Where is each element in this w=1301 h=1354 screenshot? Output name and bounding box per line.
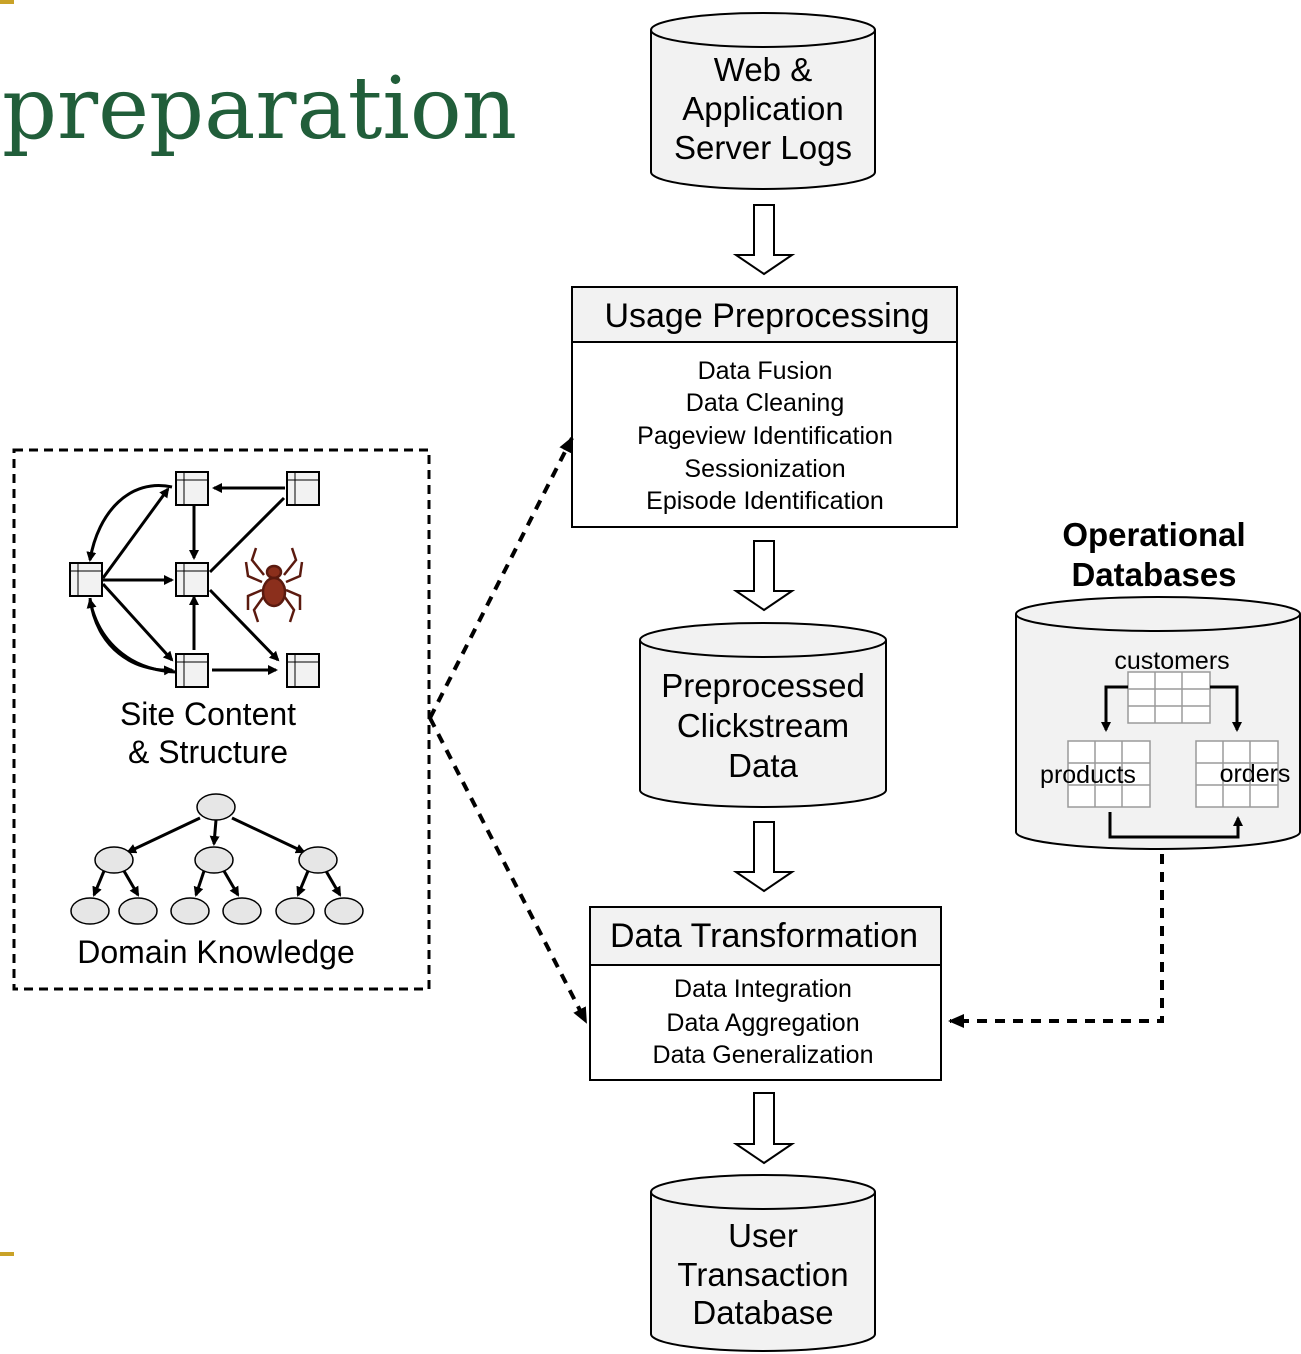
server-logs-line-2: Application bbox=[682, 90, 843, 127]
server-logs-cylinder: Web & Application Server Logs bbox=[650, 12, 876, 190]
slide-accent-top bbox=[0, 0, 14, 4]
customers-table-icon bbox=[1127, 671, 1211, 724]
clickstream-line-2: Clickstream bbox=[677, 707, 849, 744]
clickstream-line-1: Preprocessed bbox=[661, 667, 865, 704]
orders-table-icon bbox=[1195, 740, 1279, 808]
rel-customers-orders bbox=[1210, 685, 1242, 732]
data-transformation-title: Data Transformation bbox=[610, 917, 918, 955]
slide-accent-bottom bbox=[0, 1252, 14, 1256]
site-content-panel bbox=[12, 448, 431, 991]
site-structure-graph bbox=[69, 471, 320, 688]
site-to-transformation-connector bbox=[428, 717, 588, 1024]
flow-arrow-2 bbox=[732, 540, 796, 612]
table-label-products: products bbox=[1040, 761, 1136, 789]
usage-preprocessing-title: Usage Preprocessing bbox=[604, 297, 929, 335]
flow-arrow-1 bbox=[732, 204, 796, 276]
spider-icon bbox=[244, 547, 304, 623]
rel-customers-products bbox=[1101, 685, 1128, 732]
step-data-aggregation: Data Aggregation bbox=[666, 1009, 859, 1037]
step-episode-identification: Episode Identification bbox=[646, 487, 884, 515]
data-transformation-box: Data Transformation Data Integration Dat… bbox=[589, 906, 942, 1081]
step-pageview-identification: Pageview Identification bbox=[637, 422, 893, 450]
operational-to-transformation-connector bbox=[948, 854, 1164, 1028]
operational-title-line-1: Operational bbox=[1062, 516, 1245, 553]
step-data-cleaning: Data Cleaning bbox=[686, 389, 844, 417]
step-data-integration: Data Integration bbox=[674, 975, 852, 1003]
site-label-line-1: Site Content bbox=[120, 696, 296, 732]
server-logs-line-3: Server Logs bbox=[674, 129, 852, 166]
usage-preprocessing-box: Usage Preprocessing Data Fusion Data Cle… bbox=[571, 286, 958, 528]
slide-title: preparation bbox=[2, 59, 517, 159]
domain-knowledge-tree bbox=[70, 793, 364, 925]
step-sessionization: Sessionization bbox=[684, 455, 845, 483]
user-db-line-2: Transaction bbox=[677, 1256, 848, 1293]
rel-products-orders bbox=[1108, 812, 1243, 839]
clickstream-cylinder: Preprocessed Clickstream Data bbox=[639, 622, 887, 808]
flow-arrow-4 bbox=[732, 1092, 796, 1165]
table-label-customers: customers bbox=[1114, 647, 1229, 675]
user-transaction-db-cylinder: User Transaction Database bbox=[650, 1174, 876, 1352]
step-data-fusion: Data Fusion bbox=[698, 357, 833, 385]
operational-databases-cylinder: customers products orders bbox=[1015, 596, 1301, 850]
user-db-line-1: User bbox=[728, 1217, 798, 1254]
domain-knowledge-label: Domain Knowledge bbox=[77, 934, 355, 970]
step-data-generalization: Data Generalization bbox=[653, 1041, 874, 1069]
clickstream-line-3: Data bbox=[728, 747, 798, 784]
flow-arrow-3 bbox=[732, 821, 796, 893]
table-label-orders: orders bbox=[1220, 760, 1291, 788]
site-label-line-2: & Structure bbox=[128, 734, 288, 770]
products-table-icon bbox=[1067, 740, 1151, 808]
operational-title-line-2: Databases bbox=[1071, 556, 1236, 593]
server-logs-line-1: Web & bbox=[714, 51, 812, 88]
user-db-line-3: Database bbox=[692, 1294, 833, 1331]
site-to-preprocessing-connector bbox=[428, 436, 574, 719]
